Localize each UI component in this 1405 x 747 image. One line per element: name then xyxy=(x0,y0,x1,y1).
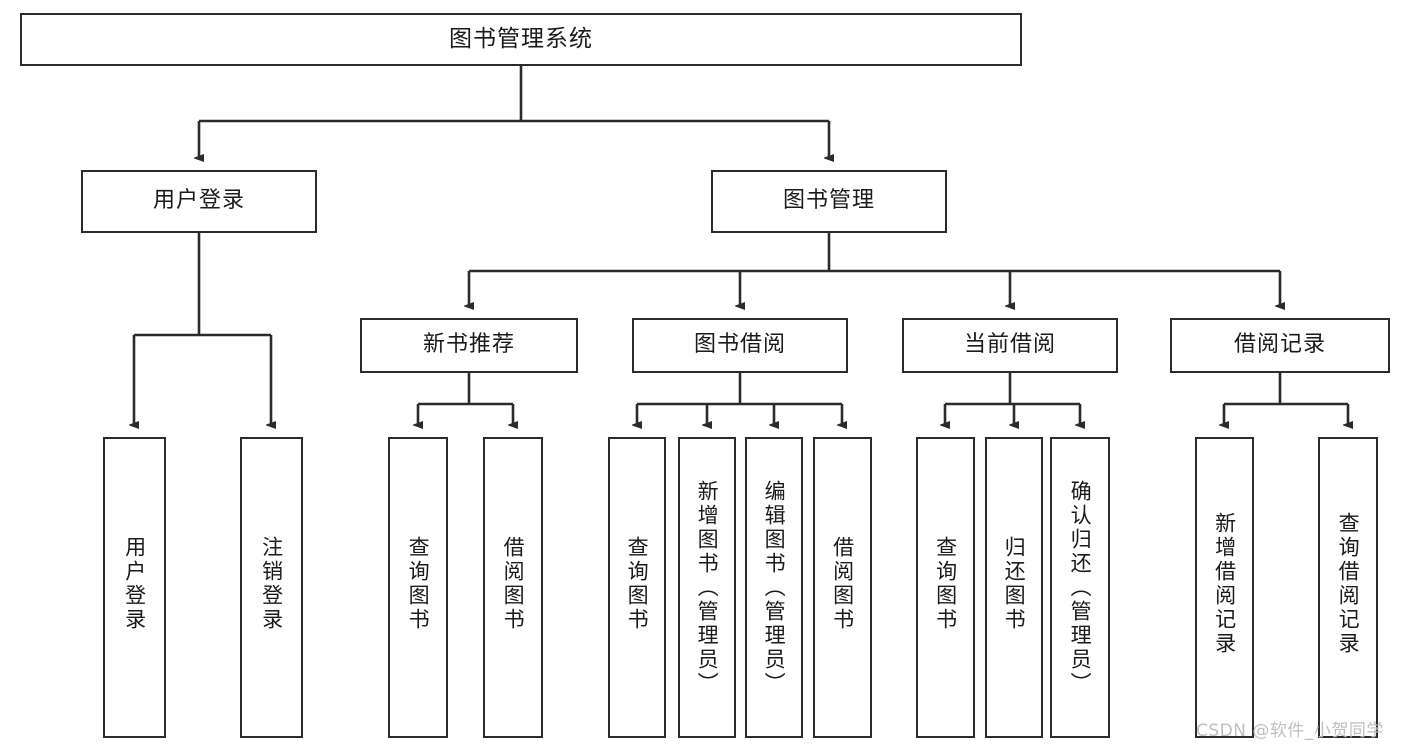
node-root-label: 图书管理系统 xyxy=(449,25,593,52)
node-current-borrow-label: 当前借阅 xyxy=(963,332,1056,358)
node-leaf-query-book-3[interactable]: 查询图书 xyxy=(916,437,975,738)
connector-user-login-to-leaves xyxy=(134,233,271,425)
node-leaf-logout-label: 注销登录 xyxy=(259,535,284,632)
node-leaf-edit-book[interactable]: 编辑图书（管理员） xyxy=(745,437,803,738)
node-leaf-add-record[interactable]: 新增借阅记录 xyxy=(1195,437,1254,738)
connector-book-manage-to-level3 xyxy=(469,233,1280,306)
connector-new-book-rec-to-leaves xyxy=(418,373,513,425)
node-leaf-borrow-book-1[interactable]: 借阅图书 xyxy=(483,437,543,738)
node-borrow-record-label: 借阅记录 xyxy=(1233,332,1326,358)
node-leaf-query-book-1-label: 查询图书 xyxy=(406,535,431,632)
node-new-book-rec-label: 新书推荐 xyxy=(422,332,515,358)
node-leaf-borrow-book-1-label: 借阅图书 xyxy=(501,535,526,632)
node-leaf-edit-book-label: 编辑图书（管理员） xyxy=(762,479,787,696)
node-book-borrow[interactable]: 图书借阅 xyxy=(632,318,848,373)
node-leaf-borrow-book-2[interactable]: 借阅图书 xyxy=(813,437,872,738)
node-leaf-confirm-return-label: 确认归还（管理员） xyxy=(1068,479,1093,696)
node-leaf-logout[interactable]: 注销登录 xyxy=(240,437,303,738)
node-leaf-query-record[interactable]: 查询借阅记录 xyxy=(1318,437,1378,738)
node-current-borrow[interactable]: 当前借阅 xyxy=(902,318,1118,373)
node-book-manage-label: 图书管理 xyxy=(782,188,875,214)
node-leaf-return-book[interactable]: 归还图书 xyxy=(985,437,1043,738)
node-leaf-query-book-2[interactable]: 查询图书 xyxy=(608,437,666,738)
node-book-borrow-label: 图书借阅 xyxy=(693,332,786,358)
node-borrow-record[interactable]: 借阅记录 xyxy=(1170,318,1390,373)
node-leaf-user-login-label: 用户登录 xyxy=(122,535,147,632)
node-new-book-rec[interactable]: 新书推荐 xyxy=(360,318,578,373)
node-leaf-add-record-label: 新增借阅记录 xyxy=(1212,511,1237,656)
node-leaf-user-login[interactable]: 用户登录 xyxy=(103,437,166,738)
node-book-manage[interactable]: 图书管理 xyxy=(711,170,947,233)
connector-book-borrow-to-leaves xyxy=(637,373,842,425)
node-leaf-query-record-label: 查询借阅记录 xyxy=(1336,511,1361,656)
node-leaf-query-book-3-label: 查询图书 xyxy=(933,535,958,632)
node-leaf-return-book-label: 归还图书 xyxy=(1002,535,1027,632)
node-leaf-borrow-book-2-label: 借阅图书 xyxy=(830,535,855,632)
node-user-login-label: 用户登录 xyxy=(152,188,245,214)
connector-current-borrow-to-leaves xyxy=(945,373,1080,425)
connector-borrow-record-to-leaves xyxy=(1224,373,1348,425)
node-leaf-query-book-2-label: 查询图书 xyxy=(625,535,650,632)
connector-root-to-level2 xyxy=(199,66,829,158)
node-leaf-add-book-label: 新增图书（管理员） xyxy=(695,479,720,696)
node-root-system[interactable]: 图书管理系统 xyxy=(20,13,1022,66)
node-user-login[interactable]: 用户登录 xyxy=(81,170,317,233)
node-leaf-add-book[interactable]: 新增图书（管理员） xyxy=(678,437,736,738)
node-leaf-confirm-return[interactable]: 确认归还（管理员） xyxy=(1050,437,1110,738)
node-leaf-query-book-1[interactable]: 查询图书 xyxy=(388,437,448,738)
